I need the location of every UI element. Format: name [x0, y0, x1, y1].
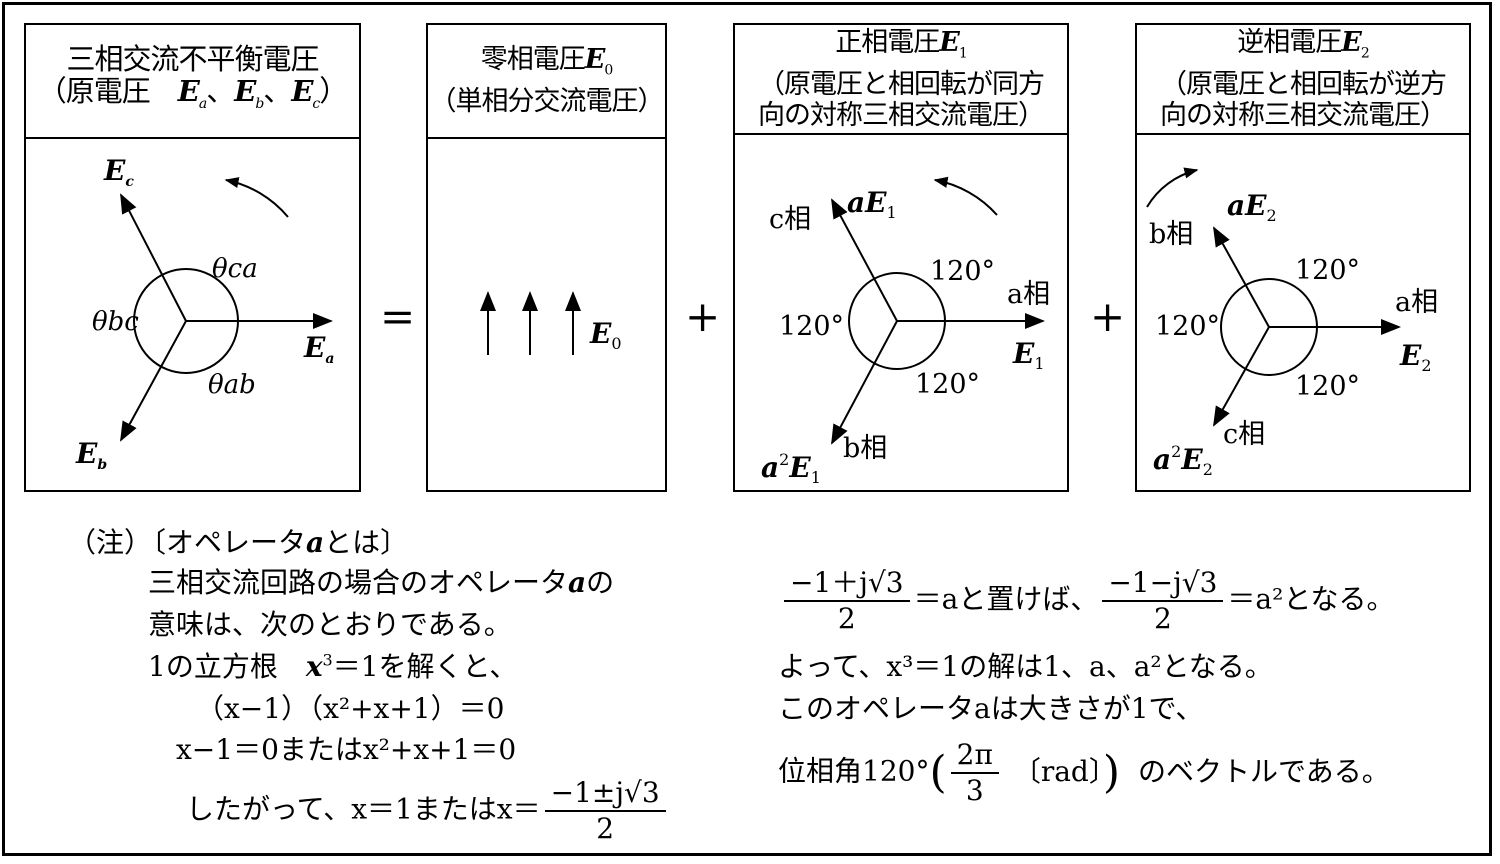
note-line-4: （x−1）（x²+x+1）＝0 [196, 692, 505, 725]
positive-phasor-diagram: c相 aE1 a相 E1 b相 a2E1 120° 120° 120° [761, 176, 1050, 487]
panel-unbalanced-title: 三相交流不平衡電圧 [66, 41, 319, 76]
rotation-arrow [933, 176, 998, 216]
panel-unbalanced-subtitle: （原電圧 Ea、Eb、Ec） [37, 73, 349, 112]
label-deg-top: 120° [930, 256, 995, 287]
label-theta-bc: θbc [92, 307, 139, 337]
angle-circle [133, 268, 239, 374]
label-a2e1: a2E1 [761, 450, 821, 487]
vector-ec [120, 193, 187, 322]
label-a2e2: a2E2 [1153, 442, 1213, 479]
panel-negative-sequence: 逆相電圧E2 （原電圧と相回転が逆方 向の対称三相交流電圧） b相 aE2 a相… [1135, 23, 1471, 492]
label-deg-left: 120° [779, 311, 844, 342]
note-right-2: よって、x³＝1の解は1、a、a²となる。 [778, 650, 1273, 683]
label-deg-bottom: 120° [915, 369, 980, 400]
vector-a2e2 [1213, 326, 1270, 427]
label-deg-bottom: 120° [1295, 371, 1360, 402]
label-b-phase: b相 [1149, 219, 1193, 250]
label-deg-left: 120° [1155, 311, 1220, 342]
panel-negative-title: 逆相電圧E2 [1237, 26, 1370, 62]
vector-ae2 [1213, 226, 1270, 328]
label-e1: E1 [1012, 337, 1045, 373]
note-line-2: 意味は、次のとおりである。 [148, 608, 512, 641]
rotation-arrow [224, 177, 289, 218]
panel-positive-subtitle-1: （原電圧と相回転が同方 [758, 69, 1045, 101]
unbalanced-phasor-diagram: Ec Ea Eb θca θbc θab [75, 154, 334, 473]
label-c-phase: c相 [769, 204, 811, 235]
label-ae2: aE2 [1227, 189, 1277, 225]
negative-phasor-diagram: b相 aE2 a相 E2 c相 a2E2 120° 120° 120° [1146, 167, 1438, 479]
note-line-5: x−1＝0またはx²+x+1＝0 [176, 733, 517, 766]
note-line-1: 三相交流回路の場合のオペレータaの [148, 566, 615, 599]
panel-negative-subtitle-2: 向の対称三相交流電圧） [1160, 100, 1447, 132]
plus-sign-2: + [1090, 292, 1126, 341]
panel-zero-sequence: 零相電圧E0 （単相分交流電圧） E0 [426, 23, 667, 492]
label-ae1: aE1 [847, 186, 897, 222]
label-a-phase: a相 [1395, 287, 1438, 318]
label-b-phase: b相 [843, 433, 887, 464]
vector-eb [120, 320, 187, 442]
label-ec: Ec [103, 154, 134, 190]
panel-positive-header: 正相電圧E1 （原電圧と相回転が同方 向の対称三相交流電圧） [735, 25, 1067, 135]
panel-unbalanced-header: 三相交流不平衡電圧 （原電圧 Ea、Eb、Ec） [26, 25, 359, 139]
equals-sign: = [380, 292, 416, 341]
rotation-arrow [1146, 167, 1199, 208]
panel-zero-title: 零相電圧E0 [480, 43, 614, 79]
panel-unbalanced: 三相交流不平衡電圧 （原電圧 Ea、Eb、Ec） Ec Ea Eb θca θb… [24, 23, 361, 492]
vector-ae1 [831, 198, 898, 322]
note-right-3: このオペレータaは大きさが1で、 [778, 692, 1204, 725]
label-deg-top: 120° [1295, 255, 1360, 286]
panel-positive-title: 正相電圧E1 [835, 26, 968, 62]
panel-positive-sequence: 正相電圧E1 （原電圧と相回転が同方 向の対称三相交流電圧） c相 aE1 a相… [733, 23, 1069, 492]
angle-circle [848, 272, 946, 370]
label-eb: Eb [75, 437, 107, 473]
panel-negative-subtitle-1: （原電圧と相回転が逆方 [1160, 69, 1447, 101]
note-heading: （注）〔オペレータaとは〕 [68, 526, 409, 559]
panel-zero-subtitle: （単相分交流電圧） [429, 86, 665, 118]
label-theta-ca: θca [212, 254, 258, 284]
note-line-3: 1の立方根 x3＝1を解くと、 [148, 650, 518, 683]
panel-zero-header: 零相電圧E0 （単相分交流電圧） [428, 25, 665, 139]
label-ea: Ea [303, 331, 334, 367]
vector-a2e1 [831, 320, 898, 445]
label-theta-ab: θab [208, 370, 256, 400]
plus-sign-1: + [685, 292, 721, 341]
panel-positive-subtitle-2: 向の対称三相交流電圧） [758, 100, 1045, 132]
label-a-phase: a相 [1007, 279, 1050, 310]
zero-phasor-diagram: E0 [480, 291, 622, 355]
label-c-phase: c相 [1223, 419, 1265, 450]
angle-circle [1220, 278, 1318, 376]
panel-negative-header: 逆相電圧E2 （原電圧と相回転が逆方 向の対称三相交流電圧） [1137, 25, 1469, 135]
label-e2: E2 [1399, 339, 1432, 375]
label-e0: E0 [589, 317, 622, 353]
